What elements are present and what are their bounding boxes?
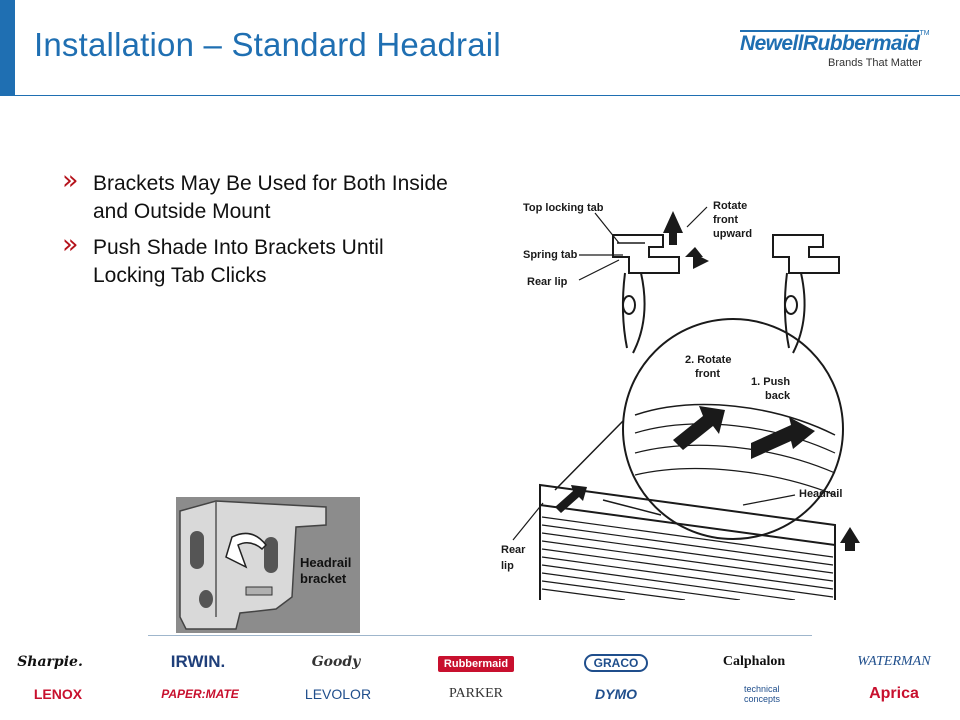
push-arrow-icon bbox=[751, 417, 815, 459]
bullet-list: » Brackets May Be Used for Both Inside a… bbox=[62, 166, 452, 298]
photo-label-2: bracket bbox=[300, 571, 347, 586]
brand-logo: Aprica bbox=[869, 685, 919, 702]
rotate-arrow-icon bbox=[673, 406, 725, 450]
magnifier-circle bbox=[622, 318, 844, 540]
label-rotate-front-2: front bbox=[695, 368, 720, 380]
header-divider bbox=[15, 95, 960, 96]
brand-logo: Goody bbox=[311, 654, 361, 670]
logo-tagline: Brands That Matter bbox=[828, 57, 922, 69]
brand-logo: PAPER:MATE bbox=[161, 687, 239, 701]
brand-logo-wrapper: Rubbermaid bbox=[416, 652, 536, 674]
photo-arrow-icon bbox=[225, 532, 267, 569]
bullet-item: » Brackets May Be Used for Both Inside a… bbox=[62, 166, 452, 226]
bullet-marker: » bbox=[62, 229, 79, 260]
photo-label-1: Headrail bbox=[300, 555, 351, 570]
small-rotate-arrow-icon bbox=[555, 485, 587, 513]
brand-logo: WATERMAN bbox=[857, 654, 931, 669]
small-up-arrow-icon bbox=[840, 527, 860, 551]
cord-left bbox=[621, 272, 628, 349]
brand-logo: technical concepts bbox=[744, 684, 781, 704]
label-push-back-2: back bbox=[765, 390, 791, 402]
label-rear-lip-top: Rear lip bbox=[527, 276, 568, 288]
label-rotate-front-1: 2. Rotate bbox=[685, 354, 731, 366]
arrow-up-icon bbox=[663, 211, 683, 245]
brand-logo-strip: Sharpie. IRWIN. Goody Rubbermaid GRACO C… bbox=[0, 646, 960, 716]
brand-logo: Rubbermaid bbox=[437, 656, 515, 672]
bracket-right bbox=[772, 234, 840, 274]
brand-logo: DYMO bbox=[595, 686, 637, 702]
brand-logo: PARKER bbox=[449, 686, 503, 701]
logo-trademark: TM bbox=[919, 30, 930, 37]
label-rotate-front-upward-3: upward bbox=[713, 228, 752, 240]
bullet-item: » Push Shade Into Brackets Until Locking… bbox=[62, 230, 452, 290]
brand-logo: Sharpie. bbox=[17, 654, 83, 670]
label-push-back-1: 1. Push bbox=[751, 376, 790, 388]
bullet-text: Push Shade Into Brackets Until Locking T… bbox=[93, 236, 384, 287]
cord-right bbox=[783, 272, 790, 349]
label-top-locking-tab: Top locking tab bbox=[523, 202, 604, 214]
company-logo: NewellRubbermaidTM Brands That Matter bbox=[740, 30, 930, 69]
label-spring-tab: Spring tab bbox=[523, 249, 578, 261]
bullet-marker: » bbox=[62, 165, 79, 196]
label-headrail: Headrail bbox=[799, 488, 842, 500]
brand-logo: LENOX bbox=[33, 686, 83, 702]
brand-logo: Calphalon bbox=[722, 654, 786, 669]
logo-wordmark: NewellRubbermaid bbox=[740, 30, 920, 55]
installation-diagram: Top locking tab Rotate front upward Spri… bbox=[501, 200, 860, 600]
bracket-left bbox=[612, 234, 680, 274]
arrow-left-icon bbox=[685, 247, 709, 269]
label-rear-lip-bottom-1: Rear bbox=[501, 544, 526, 556]
label-rotate-front-upward-1: Rotate bbox=[713, 200, 747, 212]
footer-divider bbox=[148, 635, 812, 636]
slide-title: Installation – Standard Headrail bbox=[34, 26, 501, 63]
bracket-photo-drawing: Headrail bracket bbox=[176, 497, 360, 633]
brand-logo: LEVOLOR bbox=[304, 686, 372, 702]
label-rear-lip-bottom-2: lip bbox=[501, 560, 514, 572]
brand-logo-wrapper: GRACO bbox=[556, 652, 676, 673]
bracket-photo: Headrail bracket bbox=[176, 497, 360, 633]
brand-logo: GRACO bbox=[583, 654, 649, 672]
bullet-text: Brackets May Be Used for Both Inside and… bbox=[93, 172, 448, 223]
label-rotate-front-upward-2: front bbox=[713, 214, 738, 226]
brand-logo: IRWIN. bbox=[170, 652, 226, 671]
title-accent-bar bbox=[0, 0, 15, 96]
